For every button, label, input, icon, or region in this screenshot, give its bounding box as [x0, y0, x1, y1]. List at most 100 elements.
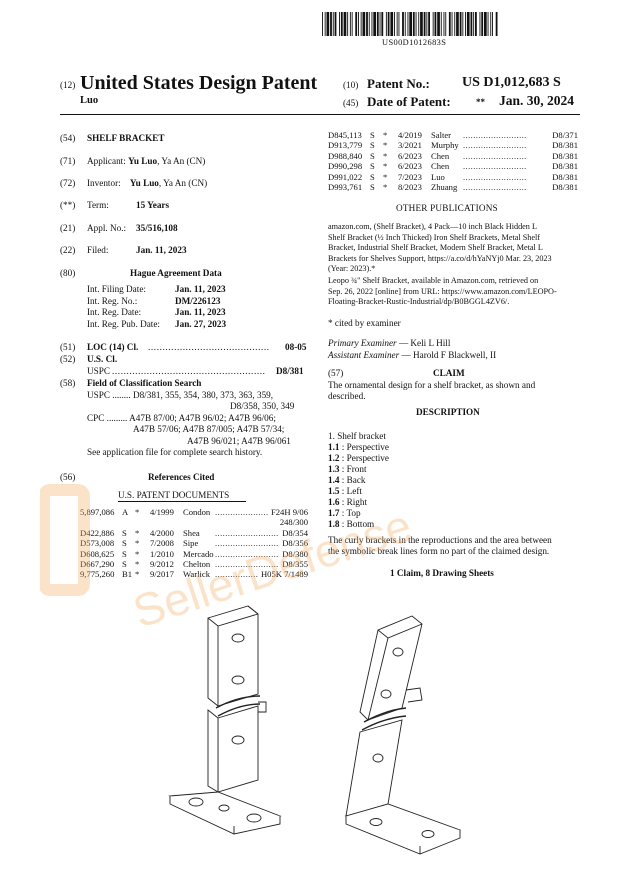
date-label: Date of Patent: — [367, 94, 451, 109]
refs-code: (56) — [60, 472, 76, 482]
barcode-bar — [434, 12, 437, 36]
barcode-bar — [412, 12, 415, 36]
barcode-bar — [347, 12, 349, 36]
barcode-bar — [426, 12, 428, 36]
inventor-label: Inventor: — [87, 178, 121, 188]
reference-class: D8/381 — [550, 171, 578, 182]
barcode-bar — [373, 12, 376, 36]
reference-date: 6/2023 — [398, 150, 422, 161]
other-pubs-title: OTHER PUBLICATIONS — [396, 203, 498, 213]
other-pub-line: (Year: 2023).* — [328, 264, 376, 274]
reference-class-secondary: 248/300 — [279, 517, 308, 528]
barcode-bar — [334, 12, 337, 36]
barcode-bar — [418, 12, 420, 36]
reference-star: * — [383, 150, 388, 161]
reference-date: 4/2000 — [150, 527, 174, 538]
reference-leader: ......................... — [463, 161, 527, 172]
reference-class: D8/356 — [280, 538, 308, 549]
figure-item: 1.3 : Front — [328, 464, 389, 475]
barcode-bar — [443, 12, 445, 36]
inventor-location: , Ya An (CN) — [158, 178, 208, 188]
us-docs-rule — [118, 501, 246, 502]
hague-row: Int. Reg. No.:DM/226123 — [87, 296, 287, 308]
hague-title: Hague Agreement Data — [130, 268, 222, 278]
barcode-bar — [340, 12, 343, 36]
reference-star: * — [135, 558, 140, 569]
reference-name: Sipe — [183, 538, 199, 549]
barcode-bar — [479, 12, 481, 36]
applicant-label: Applicant: — [87, 156, 126, 166]
applicant-location: , Ya An (CN) — [157, 156, 206, 166]
term-value: 15 Years — [136, 200, 170, 210]
barcode-bar — [470, 12, 473, 36]
reference-kind: B1 — [122, 569, 133, 580]
reference-number: 9,775,260 — [80, 569, 115, 580]
barcode-number: US00D1012683S — [382, 38, 447, 47]
inventor-code: (72) — [60, 178, 76, 188]
reference-class: D8/354 — [280, 527, 308, 539]
reference-class: D8/380 — [280, 548, 308, 559]
reference-name: Shea — [183, 527, 200, 538]
applicant-name: Yu Luo — [128, 156, 158, 166]
hague-row: Int. Filing Date:Jan. 11, 2023 — [87, 284, 287, 296]
barcode-bar — [404, 12, 406, 36]
figure-item: 1. Shelf bracket — [328, 431, 389, 442]
claim-title: CLAIM — [433, 368, 465, 378]
barcode-bar — [339, 12, 340, 36]
reference-date: 7/2008 — [150, 538, 174, 549]
figure-item: 1.7 : Top — [328, 508, 389, 519]
reference-leader: ......................... — [463, 171, 527, 182]
reference-name: Murphy — [431, 140, 459, 151]
appl-code: (21) — [60, 223, 76, 233]
barcode-bar — [381, 12, 384, 36]
figure-caption: : Perspective — [339, 442, 389, 452]
barcode-bar — [371, 12, 373, 36]
reference-name: Mercado — [183, 548, 214, 559]
reference-date: 9/2012 — [150, 558, 174, 569]
figure-number: 1 — [328, 431, 333, 441]
figure-number: 1.6 — [328, 497, 340, 507]
barcode-bar — [387, 12, 390, 36]
barcode-bar — [492, 12, 493, 36]
hague-row-value: Jan. 27, 2023 — [175, 318, 227, 329]
reference-leader: ......................... — [463, 130, 527, 140]
figure-number: 1.7 — [328, 508, 340, 518]
reference-kind: S — [122, 527, 127, 538]
reference-name: Chen — [431, 161, 450, 172]
reference-number: D913,779 — [328, 140, 363, 151]
barcode-bar — [376, 12, 379, 36]
barcode-bar — [465, 12, 466, 36]
appl-value: 35/516,108 — [136, 223, 178, 233]
reference-row-continued: 248/300 — [80, 517, 308, 527]
inventor-name: Yu Luo — [129, 178, 159, 188]
reference-leader: ......................... — [215, 507, 279, 517]
reference-date: 4/1999 — [150, 507, 174, 517]
barcode-bar — [459, 12, 462, 36]
reference-leader: ......................... — [215, 569, 279, 580]
reference-number: 5,897,086 — [80, 507, 115, 517]
reference-kind: S — [370, 181, 375, 192]
barcode-bar — [487, 12, 489, 36]
claim-text-2: described. — [328, 391, 366, 401]
hague-row-value: Jan. 11, 2023 — [175, 284, 226, 294]
barcode-bar — [423, 12, 426, 36]
reference-name: Chen — [431, 150, 450, 161]
barcode-bar — [385, 12, 387, 36]
field-uspc-line-2: D8/358, 350, 349 — [230, 401, 295, 411]
bracket-view-1 — [168, 605, 282, 835]
refs-title: References Cited — [148, 472, 215, 482]
appl-label: Appl. No.: — [87, 223, 127, 233]
other-pub-2: Leopo ¾" Shelf Bracket, available in Ama… — [328, 276, 557, 308]
barcode-bar — [409, 12, 412, 36]
reference-kind: A — [122, 507, 129, 517]
other-pub-line: Brackets for Shelves Support, https://a.… — [328, 253, 552, 263]
field-code: (58) — [60, 378, 76, 388]
reference-date: 7/2023 — [398, 171, 422, 182]
search-history-note: See application file for complete search… — [87, 447, 263, 457]
figure-number: 1.4 — [328, 475, 340, 485]
loc-leader: ........................................… — [148, 342, 270, 352]
reference-date: 8/2023 — [398, 181, 422, 192]
barcode-bar — [326, 12, 330, 36]
